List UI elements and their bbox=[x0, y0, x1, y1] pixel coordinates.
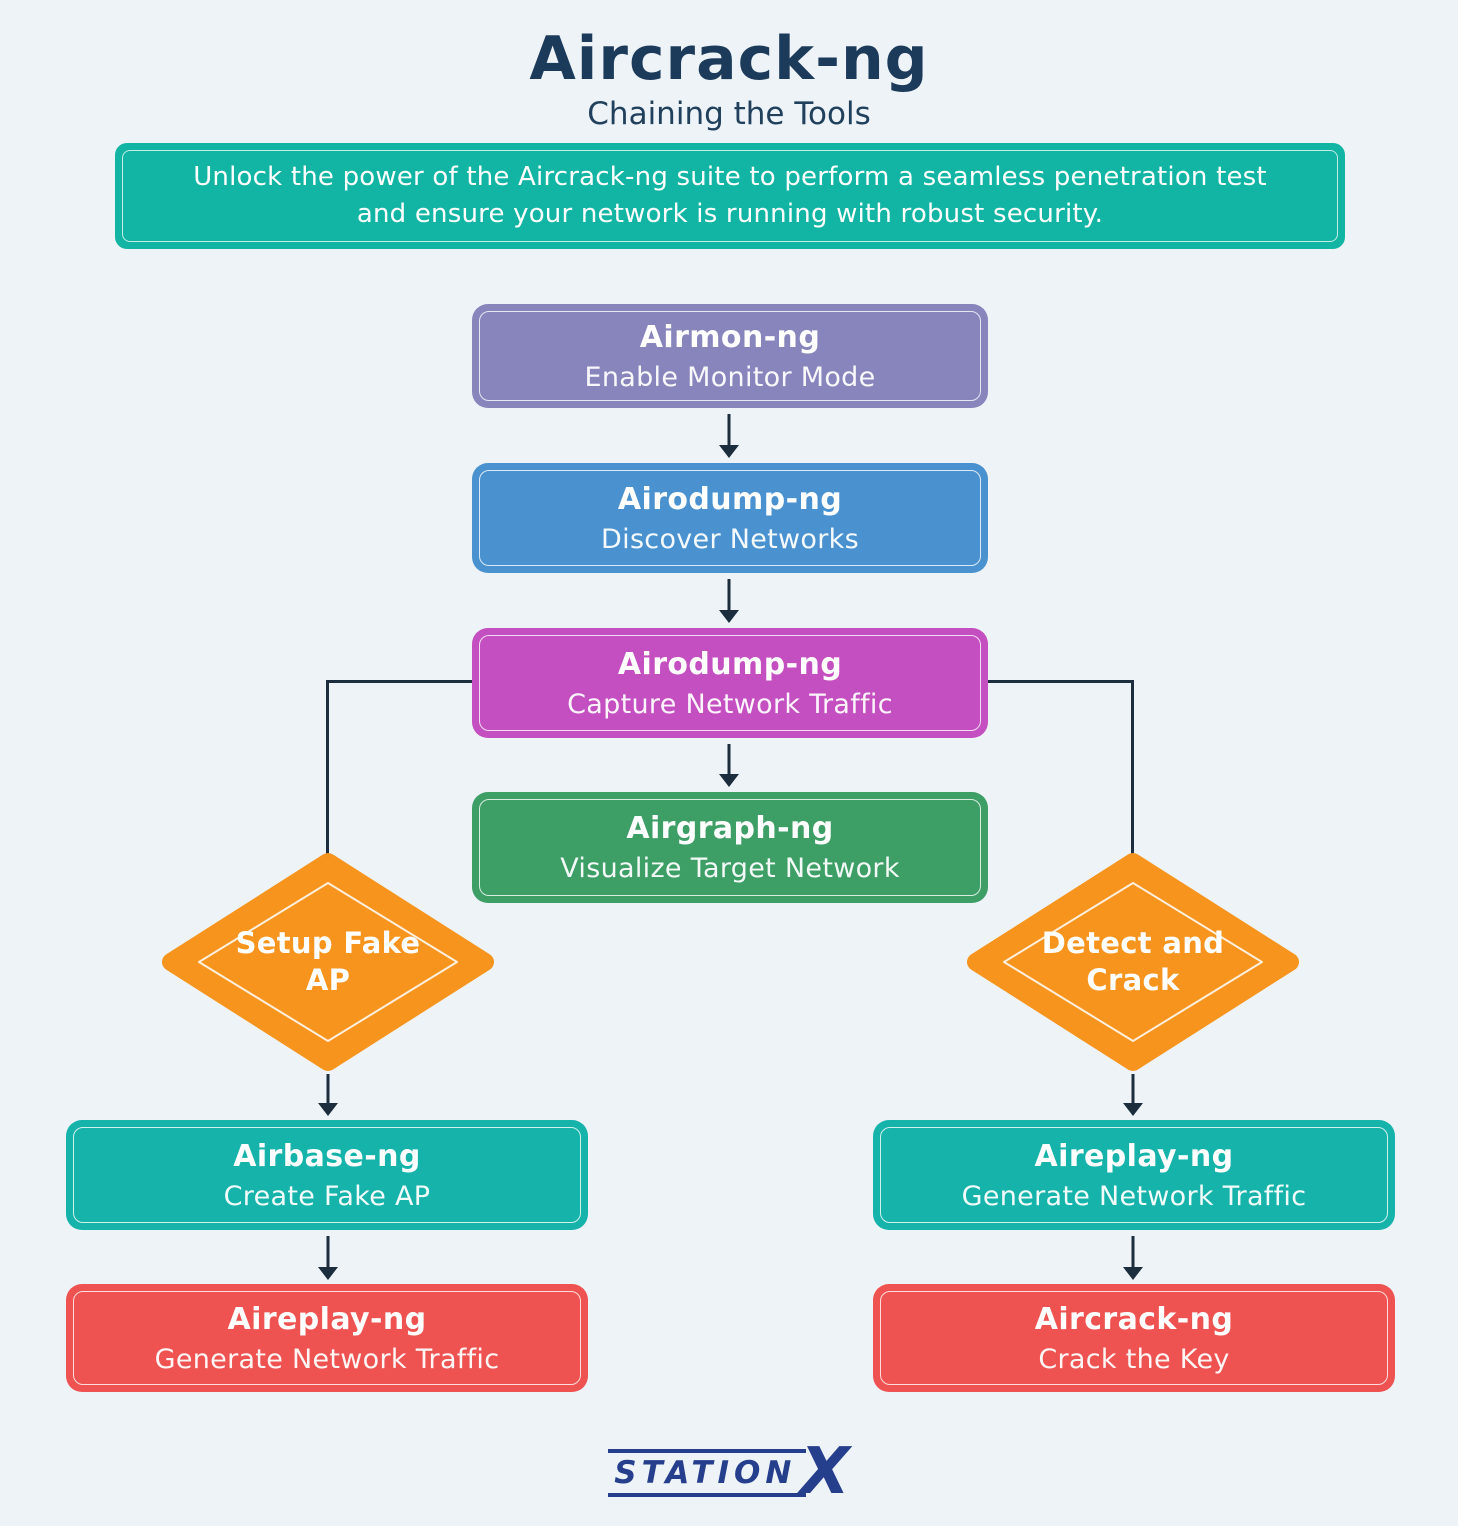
node-airodump-ng-discover: Airodump-ng Discover Networks bbox=[472, 463, 988, 573]
stationx-logo-wordmark: STATION bbox=[608, 1448, 807, 1497]
decision-detect-and-crack: Detect and Crack bbox=[967, 853, 1299, 1071]
decision-setup-fake-ap: Setup Fake AP bbox=[162, 853, 494, 1071]
stationx-logo-x: X bbox=[800, 1435, 850, 1509]
flow-arrow-down bbox=[718, 414, 740, 458]
page-title: Aircrack-ng bbox=[529, 24, 929, 94]
node-title: Airgraph-ng bbox=[626, 811, 834, 846]
flow-arrow-down bbox=[317, 1074, 339, 1116]
node-subtitle: Discover Networks bbox=[601, 523, 859, 555]
node-airbase-ng: Airbase-ng Create Fake AP bbox=[66, 1120, 588, 1230]
decision-label-line: Detect and bbox=[1041, 925, 1225, 960]
node-subtitle: Generate Network Traffic bbox=[961, 1180, 1307, 1212]
connector-line-left-vertical bbox=[326, 680, 329, 856]
diamond-shape bbox=[162, 853, 494, 1071]
flow-arrow-down bbox=[1122, 1236, 1144, 1280]
flow-arrow-down bbox=[718, 744, 740, 787]
node-title: Aireplay-ng bbox=[227, 1301, 427, 1337]
node-title: Airodump-ng bbox=[617, 481, 843, 517]
node-aireplay-ng-left: Aireplay-ng Generate Network Traffic bbox=[66, 1284, 588, 1392]
flow-arrow-down bbox=[718, 579, 740, 623]
node-subtitle: Create Fake AP bbox=[223, 1180, 431, 1212]
node-subtitle: Crack the Key bbox=[1038, 1343, 1230, 1375]
decision-label: Setup Fake AP bbox=[162, 853, 494, 1071]
node-title: Airmon-ng bbox=[639, 319, 821, 355]
node-subtitle: Enable Monitor Mode bbox=[584, 361, 876, 393]
node-airodump-ng-capture: Airodump-ng Capture Network Traffic bbox=[472, 628, 988, 738]
node-aircrack-ng: Aircrack-ng Crack the Key bbox=[873, 1284, 1395, 1392]
flow-arrow-down bbox=[1122, 1074, 1144, 1116]
connector-line-right-horizontal bbox=[988, 680, 1134, 683]
connector-line-left-horizontal bbox=[326, 680, 472, 683]
node-title: Aircrack-ng bbox=[1034, 1301, 1234, 1337]
connector-line-right-vertical bbox=[1131, 680, 1134, 856]
node-aireplay-ng-right: Aireplay-ng Generate Network Traffic bbox=[873, 1120, 1395, 1230]
decision-label-line: AP bbox=[305, 963, 351, 997]
intro-banner: Unlock the power of the Aircrack-ng suit… bbox=[115, 143, 1345, 249]
page-subtitle: Chaining the Tools bbox=[587, 96, 871, 132]
decision-label-line: Crack bbox=[1086, 963, 1180, 997]
node-subtitle: Visualize Target Network bbox=[560, 853, 900, 884]
diamond-shape bbox=[967, 853, 1299, 1071]
node-airmon-ng: Airmon-ng Enable Monitor Mode bbox=[472, 304, 988, 408]
node-title: Aireplay-ng bbox=[1034, 1138, 1234, 1174]
node-title: Airbase-ng bbox=[233, 1138, 421, 1174]
stationx-logo: STATION X bbox=[0, 1435, 1458, 1509]
node-title: Airodump-ng bbox=[617, 646, 843, 682]
intro-banner-text: Unlock the power of the Aircrack-ng suit… bbox=[193, 162, 1267, 229]
node-subtitle: Generate Network Traffic bbox=[154, 1343, 500, 1375]
decision-label-line: Setup Fake bbox=[235, 925, 421, 960]
node-airgraph-ng: Airgraph-ng Visualize Target Network bbox=[472, 792, 988, 903]
decision-label: Detect and Crack bbox=[967, 853, 1299, 1071]
flow-arrow-down bbox=[317, 1236, 339, 1280]
node-subtitle: Capture Network Traffic bbox=[567, 688, 893, 720]
